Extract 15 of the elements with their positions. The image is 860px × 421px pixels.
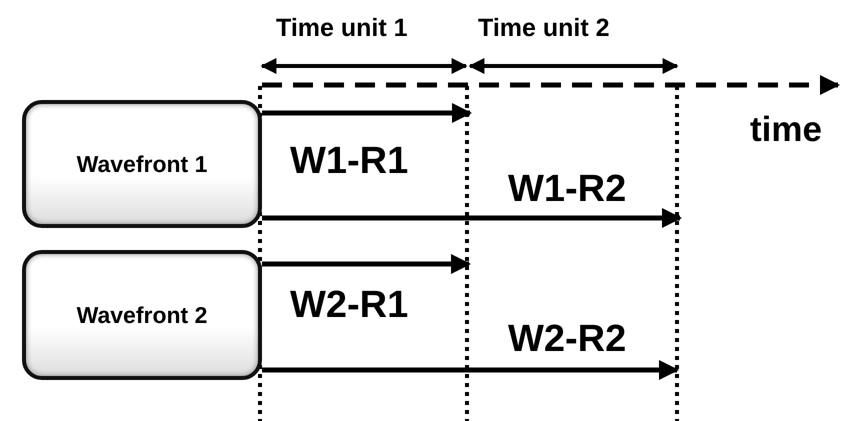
- edge-label: W1-R1: [290, 142, 408, 180]
- box-label: Wavefront 2: [76, 302, 208, 328]
- arrow: [262, 254, 471, 274]
- edge-label: W2-R1: [290, 286, 408, 324]
- axis-label: time: [750, 112, 822, 147]
- arrow: [262, 103, 472, 123]
- edge-label: W1-R2: [508, 170, 626, 208]
- arrow: [262, 208, 682, 228]
- process-box: [22, 100, 262, 228]
- dimension-label: Time unit 2: [478, 16, 610, 41]
- box-label: Wavefront 1: [76, 150, 208, 178]
- arrow: [262, 360, 679, 380]
- process-box: [22, 250, 262, 380]
- dimension-label: Time unit 1: [276, 16, 408, 41]
- edge-label: W2-R2: [508, 320, 626, 358]
